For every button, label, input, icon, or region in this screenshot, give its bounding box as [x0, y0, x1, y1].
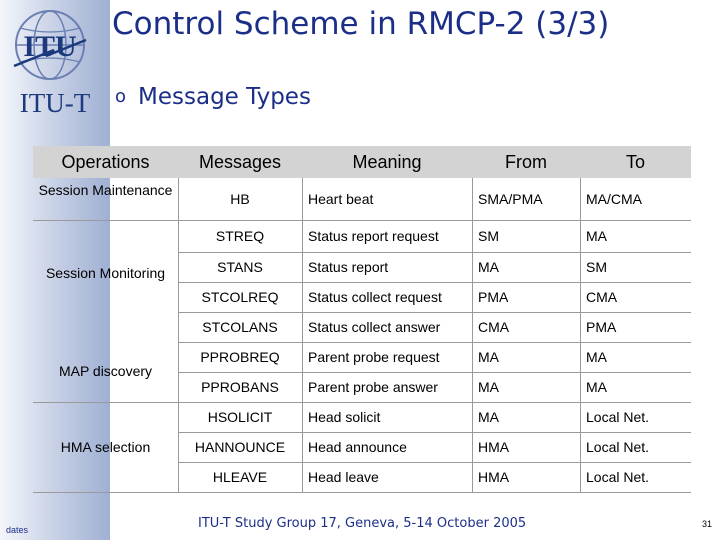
- cell-from: MA: [478, 379, 499, 395]
- cell-meaning: Head solicit: [308, 409, 381, 425]
- logo-text: ITU: [23, 30, 76, 63]
- bullet-item: o Message Types: [115, 84, 311, 110]
- table-column-rule: [580, 178, 581, 492]
- operation-map-discovery: MAP discovery: [58, 363, 153, 379]
- cell-to: PMA: [586, 319, 617, 335]
- cell-meaning: Head leave: [308, 469, 379, 485]
- cell-message: STCOLANS: [202, 319, 278, 335]
- cell-message: HB: [230, 191, 250, 207]
- table-rule: [178, 252, 691, 253]
- header-from: From: [472, 146, 580, 178]
- footer-text: ITU-T Study Group 17, Geneva, 5-14 Octob…: [198, 516, 527, 531]
- header-messages: Messages: [178, 146, 302, 178]
- page-number: 31: [702, 519, 713, 529]
- table-rule: [33, 402, 691, 403]
- table-rule: [33, 220, 691, 221]
- itu-logo-icon: ITU: [13, 10, 87, 80]
- operation-hma-selection: HMA selection: [60, 439, 151, 455]
- table-rule: [33, 492, 691, 493]
- table-rule: [178, 432, 691, 433]
- table-column-rule: [472, 178, 473, 492]
- cell-from: CMA: [478, 319, 510, 335]
- cell-meaning: Status collect answer: [308, 319, 441, 335]
- cell-from: PMA: [478, 289, 509, 305]
- cell-meaning: Heart beat: [308, 191, 374, 207]
- cell-from: HMA: [478, 469, 510, 485]
- cell-to: MA: [586, 379, 607, 395]
- cell-to: MA: [586, 349, 607, 365]
- cell-to: Local Net.: [586, 409, 650, 425]
- sidebar-band: ITU ITU-T: [0, 0, 110, 540]
- cell-to: SM: [586, 259, 607, 275]
- cell-to: Local Net.: [586, 439, 650, 455]
- header-meaning: Meaning: [302, 146, 472, 178]
- cell-meaning: Parent probe answer: [308, 379, 438, 395]
- cell-message: STANS: [217, 259, 263, 275]
- operation-session-maintenance: Session Maintenance: [38, 182, 173, 198]
- cell-meaning: Status report: [308, 259, 389, 275]
- cell-meaning: Status collect request: [308, 289, 442, 305]
- bullet-text: Message Types: [138, 84, 311, 110]
- cell-from: HMA: [478, 439, 510, 455]
- footer-dates: dates: [6, 525, 29, 535]
- table-column-rule: [178, 178, 179, 492]
- message-types-table: Operations Messages Meaning From To Sess…: [33, 146, 691, 493]
- cell-message: PPROBREQ: [200, 349, 280, 365]
- cell-to: Local Net.: [586, 469, 650, 485]
- table-rule: [178, 282, 691, 283]
- cell-meaning: Status report request: [308, 228, 439, 244]
- brand-name: ITU-T: [19, 88, 91, 118]
- cell-to: CMA: [586, 289, 618, 305]
- cell-from: MA: [478, 349, 499, 365]
- cell-from: MA: [478, 409, 499, 425]
- cell-message: STCOLREQ: [201, 289, 279, 305]
- table-rule: [178, 342, 691, 343]
- cell-meaning: Head announce: [308, 439, 407, 455]
- cell-to: MA: [586, 228, 607, 244]
- cell-message: STREQ: [215, 228, 265, 244]
- header-to: To: [580, 146, 691, 178]
- cell-message: HANNOUNCE: [194, 439, 286, 455]
- cell-meaning: Parent probe request: [308, 349, 440, 365]
- table-rule: [178, 372, 691, 373]
- cell-to: MA/CMA: [586, 191, 642, 207]
- cell-from: SMA/PMA: [478, 191, 543, 207]
- header-operations: Operations: [33, 146, 178, 178]
- cell-message: HLEAVE: [212, 469, 268, 485]
- cell-message: PPROBANS: [201, 379, 279, 395]
- cell-message: HSOLICIT: [207, 409, 273, 425]
- table-column-rule: [302, 178, 303, 492]
- table-rule: [178, 462, 691, 463]
- table-rule: [178, 312, 691, 313]
- operation-session-monitoring: Session Monitoring: [45, 265, 166, 281]
- bullet-marker-icon: o: [115, 86, 127, 107]
- slide-title: Control Scheme in RMCP-2 (3/3): [112, 6, 610, 42]
- cell-from: MA: [478, 259, 499, 275]
- cell-from: SM: [478, 228, 499, 244]
